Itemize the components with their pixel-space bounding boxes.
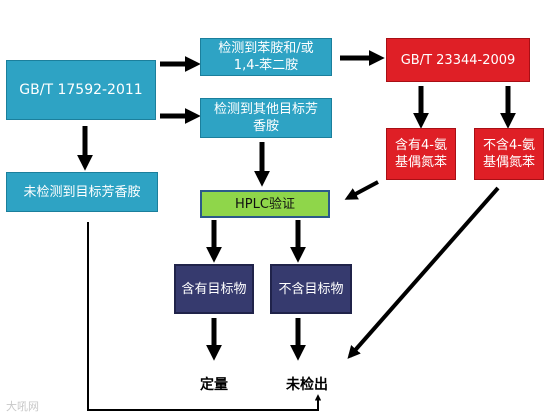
node-hplc: HPLC验证 — [200, 190, 330, 218]
node-no-4aminoazobenzene: 不含4-氨 基偶氮苯 — [474, 128, 544, 180]
node-gb23344: GB/T 23344-2009 — [386, 38, 530, 82]
node-contains-4aminoazobenzene: 含有4-氨 基偶氮苯 — [386, 128, 456, 180]
node-gb17592: GB/T 17592-2011 — [6, 60, 156, 120]
node-no-target: 不含目标物 — [270, 264, 352, 314]
node-contains-target: 含有目标物 — [174, 264, 254, 314]
arrow-notdetected-return-path — [87, 222, 322, 411]
node-detect-other: 检测到其他目标芳 香胺 — [200, 98, 332, 138]
arrow-no4-to-notdetected — [347, 186, 500, 359]
watermark: 大吼网 — [6, 400, 39, 413]
node-not-detected: 未检出 — [286, 377, 328, 393]
arrow-contains4-to-hplc — [344, 180, 379, 200]
node-quantify: 定量 — [200, 377, 228, 393]
node-detect-aniline: 检测到苯胺和/或 1,4-苯二胺 — [200, 38, 332, 76]
node-not-detected-target: 未检测到目标芳香胺 — [6, 172, 158, 212]
